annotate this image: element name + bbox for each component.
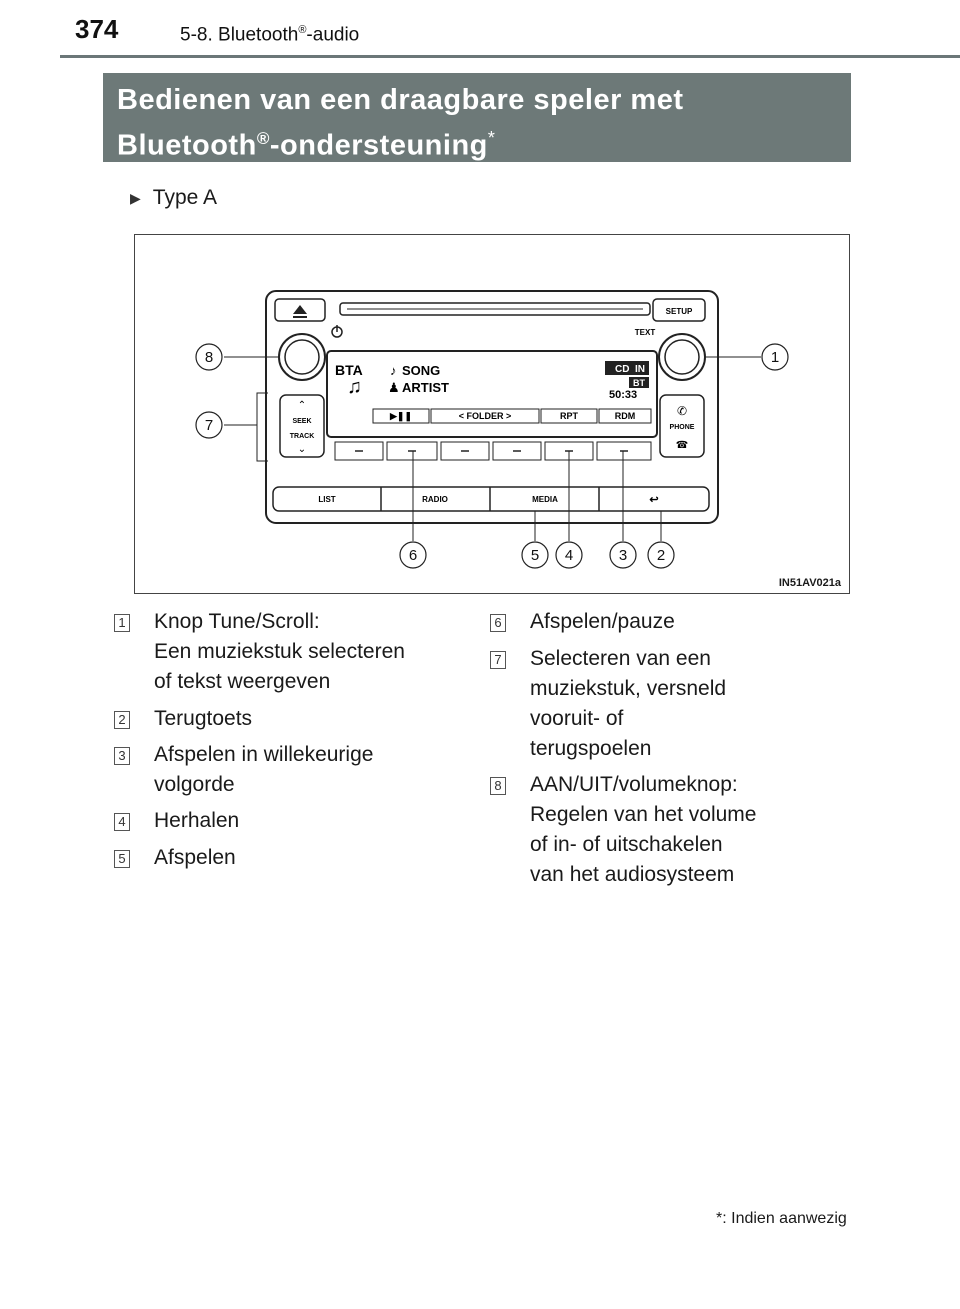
legend-text: Afspelen: [154, 846, 236, 869]
softkey-rdm: [598, 408, 652, 424]
audio-unit-illustration: SETUP TEXT BTA ♫ ♪ SONG ♟ ARTIST CD IN B…: [195, 290, 789, 569]
media-button-label: MEDIA: [532, 495, 558, 504]
footnote: *: Indien aanwezig: [716, 1210, 847, 1228]
svg-text:< FOLDER >: < FOLDER >: [459, 411, 512, 421]
section-suffix: -audio: [306, 24, 360, 46]
legend-text: AAN/UIT/volumeknop: Regelen van het volu…: [530, 773, 757, 886]
svg-text:8: 8: [205, 349, 213, 366]
phone-button: [659, 394, 705, 458]
legend-text: Knop Tune/Scroll: Een muziekstuk selecte…: [154, 610, 405, 693]
setup-label: SETUP: [666, 307, 693, 316]
footnote-asterisk: *: [716, 1210, 723, 1227]
legend-text: Afspelen in willekeurige volgorde: [154, 743, 374, 796]
display-bt: BT: [633, 378, 645, 388]
legend-text: Herhalen: [154, 809, 240, 832]
callout-6: [399, 541, 427, 569]
hangup-icon: ☎: [676, 440, 688, 451]
svg-text:4: 4: [565, 547, 573, 564]
registered-mark: ®: [298, 24, 307, 36]
display-cd: CD: [615, 364, 629, 375]
type-label-text: Type A: [152, 186, 217, 209]
callout-4: [555, 541, 583, 569]
banner-registered-mark: ®: [256, 129, 270, 148]
banner-line-2: Bluetooth®-ondersteuning*: [117, 119, 837, 165]
display-bta: BTA: [335, 362, 363, 378]
legend-number: 7: [490, 651, 506, 669]
softkey-rpt: [540, 408, 598, 424]
footnote-text: : Indien aanwezig: [722, 1210, 847, 1227]
softkey-play: [372, 408, 430, 424]
legend-text: Terugtoets: [154, 707, 253, 730]
svg-text:RDM: RDM: [615, 411, 636, 421]
title-banner: Bedienen van een draagbare speler met Bl…: [103, 73, 851, 162]
banner-line-1: Bedienen van een draagbare speler met: [117, 84, 684, 116]
section-title: 5-8. Bluetooth®-audio: [180, 24, 359, 46]
legend-text: Afspelen/pauze: [530, 610, 675, 633]
setup-button: [652, 298, 706, 322]
svg-text:⌃: ⌃: [298, 400, 306, 411]
banner-line-2-prefix: Bluetooth: [117, 129, 257, 162]
display-artist: ARTIST: [402, 380, 449, 395]
triangle-bullet-icon: ▶: [130, 189, 141, 206]
eject-icon: [293, 305, 307, 314]
figure-code: IN51AV021a: [778, 577, 841, 589]
svg-text:▶❚❚: ▶❚❚: [389, 411, 412, 422]
legend-number: 8: [490, 777, 506, 795]
svg-text:PHONE: PHONE: [670, 424, 695, 431]
legend-text: Selecteren van een muziekstuk, versneld …: [530, 647, 727, 760]
callout-7: [195, 411, 223, 439]
svg-text:6: 6: [409, 547, 417, 564]
note-icon: ♪: [390, 363, 397, 378]
phone-icon: ✆: [677, 404, 687, 418]
callout-3: [609, 541, 637, 569]
bottom-button-row: [272, 486, 710, 512]
callout-5: [521, 541, 549, 569]
header-rule: [60, 55, 960, 58]
audio-unit-figure: SETUP TEXT BTA ♫ ♪ SONG ♟ ARTIST CD IN B…: [134, 234, 850, 594]
legend-number: 2: [114, 711, 130, 729]
type-label: ▶ Type A: [130, 186, 217, 210]
svg-text:3: 3: [619, 547, 627, 564]
svg-text:SEEK: SEEK: [292, 418, 311, 425]
preset-buttons: [334, 441, 652, 461]
banner-line-2-suffix: -ondersteuning: [269, 129, 488, 162]
callout-8: [195, 343, 223, 371]
radio-button-label: RADIO: [422, 495, 448, 504]
page-number: 374: [75, 14, 119, 44]
bt-badge: [629, 377, 649, 388]
cd-in-badge: [605, 361, 649, 375]
music-note-icon: ♫: [347, 376, 362, 398]
svg-text:2: 2: [657, 547, 665, 564]
display-in: IN: [635, 364, 645, 375]
section-prefix: 5-8. Bluetooth: [180, 24, 299, 46]
list-button-label: LIST: [318, 495, 335, 504]
seek-track-button: [279, 394, 325, 458]
legend-number: 3: [114, 747, 130, 765]
svg-text:⌄: ⌄: [298, 444, 306, 455]
callout-2: [647, 541, 675, 569]
banner-asterisk: *: [487, 128, 496, 148]
callout-1: [761, 343, 789, 371]
display-song: SONG: [402, 363, 440, 378]
display-time: 50:33: [609, 389, 637, 401]
softkey-folder: [430, 408, 540, 424]
svg-text:7: 7: [205, 417, 213, 434]
back-icon: ↩: [649, 494, 658, 506]
svg-text:5: 5: [531, 547, 539, 564]
legend-number: 1: [114, 614, 130, 632]
svg-text:TRACK: TRACK: [290, 433, 315, 440]
person-icon: ♟: [388, 380, 400, 395]
text-label: TEXT: [635, 328, 656, 337]
legend-number: 4: [114, 813, 130, 831]
legend-number: 6: [490, 614, 506, 632]
svg-text:RPT: RPT: [560, 411, 579, 421]
svg-text:1: 1: [771, 349, 779, 366]
legend-number: 5: [114, 850, 130, 868]
